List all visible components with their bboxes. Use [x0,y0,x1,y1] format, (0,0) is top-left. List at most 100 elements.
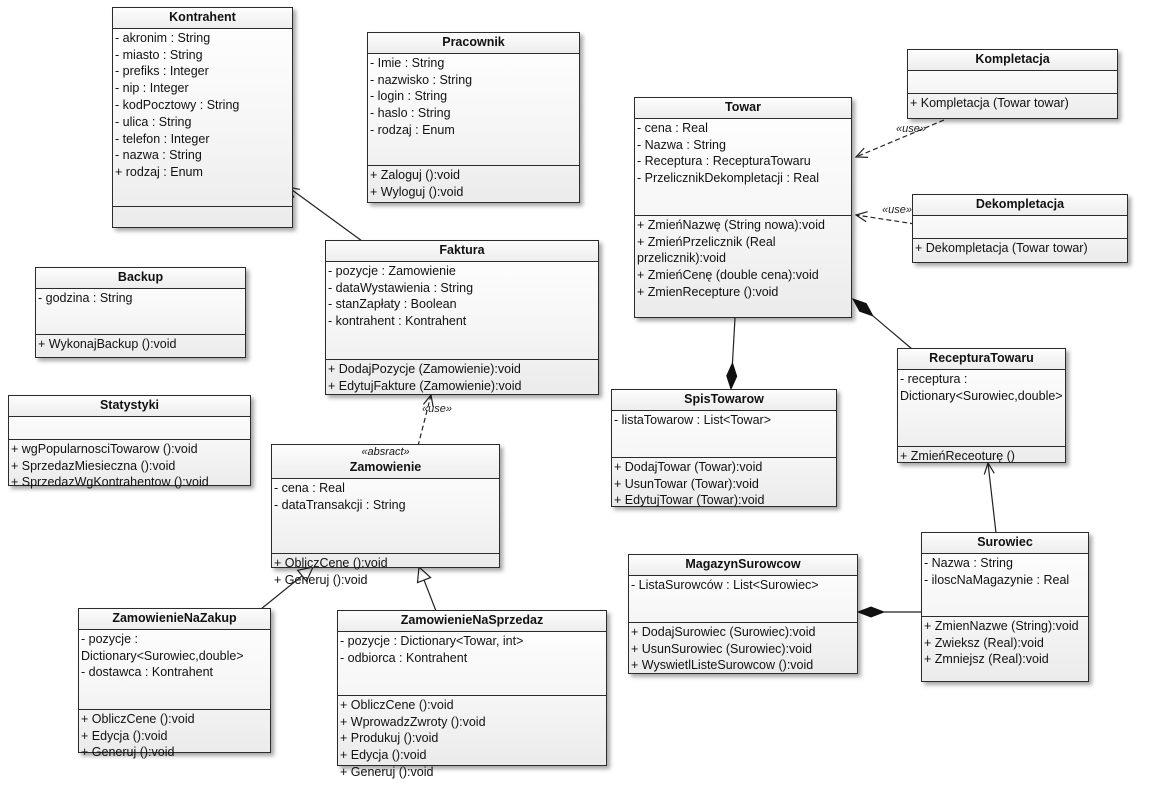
operation: + Zwieksz (Real):void [924,635,1044,650]
class-spistowarow[interactable]: SpisTowarow- listaTowarow : List<Towar>+… [611,389,837,507]
attribute-compartment: - listaTowarow : List<Towar> [612,411,836,458]
operation-compartment [113,207,292,210]
operation: + Generuj ():void [81,745,175,760]
operation: + Wyloguj ():void [370,184,464,199]
operation: + Zaloguj ():void [370,167,460,182]
class-backup[interactable]: Backup - godzina : String + WykonajBackup … [35,267,246,358]
filled-diamond [856,606,886,618]
attribute: - Imie : String [370,55,445,70]
relation-line [287,186,363,242]
operation: + ZmieńReceoturę () [900,448,1015,463]
operation: + WyswietlListeSurowcow ():void [631,658,814,673]
use-stereotype-label: «use» [896,123,926,135]
use-stereotype-label: «use» [422,403,452,415]
operation: + DodajPozycje (Zamowienie):void [328,361,521,376]
attribute: - pozycje : Zamowienie [328,263,456,278]
class-title: ZamowienieNaSprzedaz [400,613,544,627]
class-title: Faktura [439,243,485,257]
class-recepturatowaru[interactable]: RecepturaTowaru- receptura : Dictionary<… [897,348,1066,463]
attribute: - telefon : Integer [115,131,210,146]
attribute: - akronim : String [115,30,211,45]
class-name: ZamowienieNaSprzedaz [338,611,606,632]
relation-composition [726,317,738,391]
operation-compartment: + DodajSurowiec (Surowiec):void + UsunSur… [629,623,857,676]
class-title: Dekompletacja [975,197,1065,211]
class-name: Dekompletacja [913,195,1127,216]
relation-line [987,462,997,534]
relation-line [872,315,913,350]
attribute-compartment: - pozycje : Zamowienie - dataWystawienia … [326,262,598,360]
class-pracownik[interactable]: Pracownik - Imie : String - nazwisko : Str… [367,32,580,203]
attribute: - stanZapłaty : Boolean [328,297,457,312]
relation-association [983,461,997,534]
class-title: Statystyki [99,398,160,412]
operation: + Produkuj ():void [340,731,439,746]
attribute-compartment: - pozycje : Dictionary<Surowiec,double>-… [79,630,270,710]
attribute: - rodzaj : Enum [370,122,455,137]
class-name: RecepturaTowaru [898,349,1065,370]
class-name: Kompletacja [908,50,1117,71]
class-surowiec[interactable]: Surowiec - Nazwa : String- iloscNaMagazyn… [921,532,1089,682]
filled-diamond [726,361,738,391]
class-title: Surowiec [977,535,1033,549]
operation-compartment: + WykonajBackup ():void [36,335,245,355]
class-name: SpisTowarow [612,390,836,411]
attribute: - receptura : Dictionary<Surowiec,double… [900,371,1063,403]
operation: + ZmienRecepture ():void [637,284,779,299]
class-title: SpisTowarow [684,392,764,406]
attribute-compartment [908,71,1117,94]
attribute: - login : String [370,89,448,104]
operation-compartment: + ObliczCene ():void+ Edycja ():void+ Ge… [79,710,270,763]
class-kontrahent[interactable]: Kontrahent- akronim : String- miasto : S… [112,7,293,228]
attribute: - godzina : String [38,290,133,305]
class-dekompletacja[interactable]: Dekompletacja + Dekompletacja (Towar towa… [912,194,1128,263]
class-kompletacja[interactable]: Kompletacja + Kompletacja (Towar towar) [907,49,1118,119]
operation: + ZmieńCenę (double cena):void [637,268,819,283]
attribute: - cena : Real [274,480,345,495]
class-zamowienie[interactable]: «absract»Zamowienie- cena : Real- dataTr… [271,444,500,587]
operation-compartment: + Zaloguj ():void + Wyloguj ():void [368,166,579,203]
attribute: - nazwisko : String [370,72,473,87]
operation: + ObliczCene ():void [81,711,195,726]
class-faktura[interactable]: Faktura - pozycje : Zamowienie - dataWysta… [325,240,599,395]
use-stereotype-label: «use» [882,204,912,216]
class-zamowienienasprzedaz[interactable]: ZamowienieNaSprzedaz- pozycje : Dictiona… [337,610,607,779]
relation-line [855,214,916,225]
class-magazynsurowcow[interactable]: MagazynSurowcow - ListaSurowców : List<Su… [628,554,858,674]
attribute: - dataWystawienia : String [328,280,474,295]
class-title: Zamowienie [349,460,422,474]
operation: + UsunSurowiec (Surowiec):void [631,641,812,656]
class-title: MagazynSurowcow [685,557,801,571]
attribute: - kontrahent : Kontrahent [328,314,467,329]
attribute-compartment: - Nazwa : String- iloscNaMagazynie : Rea… [922,554,1088,617]
operation: + ZmieńNazwę (String nowa):void [637,217,825,232]
class-title: Backup [117,270,164,284]
operation-compartment: + Dekompletacja (Towar towar) [913,239,1127,259]
class-title: Kontrahent [169,10,236,24]
open-arrowhead [854,211,868,223]
attribute-compartment: - godzina : String [36,289,245,335]
attribute-compartment: - receptura : Dictionary<Surowiec,double… [898,370,1065,447]
class-name: Statystyki [9,396,250,417]
operation-compartment: + ZmieńReceoturę () [898,447,1065,467]
operation: + wgPopularnosciTowarow ():void [11,441,198,456]
class-statystyki[interactable]: Statystyki + wgPopularnosciTowarow ():voi… [8,395,251,489]
class-name: Backup [36,268,245,289]
operation-compartment: + Kompletacja (Towar towar) [908,94,1117,114]
class-zamowienienazakup[interactable]: ZamowienieNaZakup- pozycje : Dictionary<… [78,608,271,759]
operation-compartment: + wgPopularnosciTowarow ():void+ Sprzeda… [9,440,250,493]
operation-compartment: + ZmieńNazwę (String nowa):void+ ZmieńPr… [635,216,851,303]
operation: + Edycja ():void [340,748,427,763]
attribute-compartment: - ListaSurowców : List<Surowiec> [629,576,857,623]
attribute: - prefiks : Integer [115,64,209,79]
class-title: Pracownik [442,35,505,49]
operation: + Generuj ():void [340,764,434,779]
operation: + WprowadzZwroty ():void [340,714,486,729]
relation-composition [851,298,913,350]
operation: + DodajSurowiec (Surowiec):void [631,624,816,639]
operation-compartment: + ObliczCene ():void+ Generuj ():void [272,554,499,591]
class-towar[interactable]: Towar- cena : Real- Nazwa : String- Rece… [634,97,852,318]
class-name: Faktura [326,241,598,262]
attribute: + rodzaj : Enum [115,165,203,180]
